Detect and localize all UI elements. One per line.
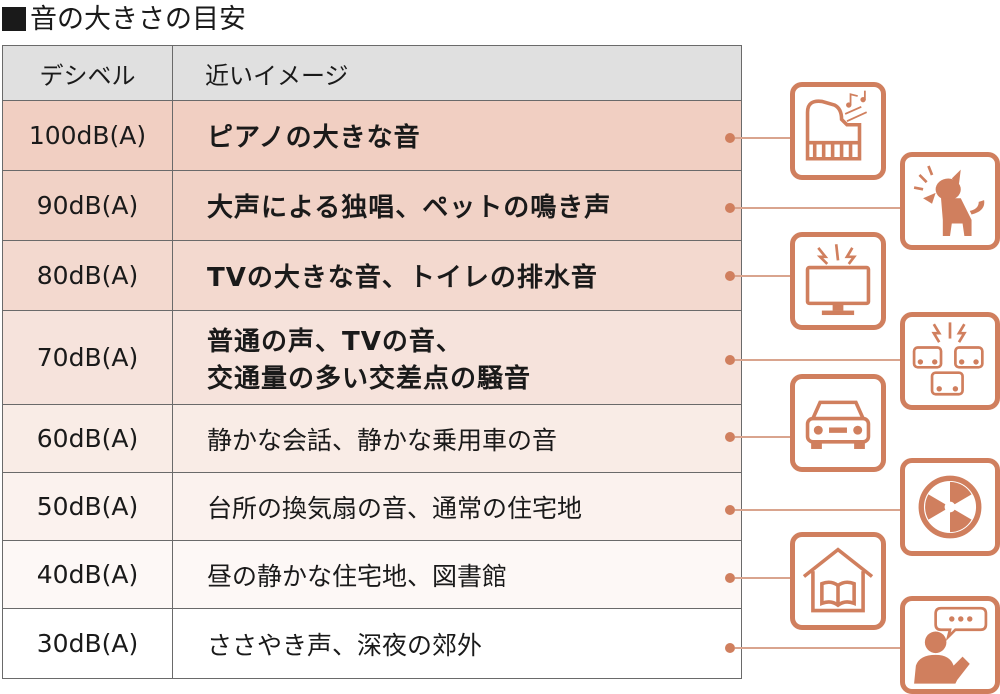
decibel-level: 90dB(A) [2, 170, 173, 241]
page-title: 音の大きさの目安 [2, 0, 246, 40]
sound-description: ピアノの大きな音 [172, 100, 742, 171]
description-line: ピアノの大きな音 [207, 123, 421, 153]
car-icon [790, 374, 886, 472]
table-row: 50dB(A) 台所の換気扇の音、通常の住宅地 [2, 472, 742, 541]
connector-dot [725, 643, 735, 653]
connector-dot [725, 355, 735, 365]
barking-dog-icon [900, 152, 1000, 250]
description-line: 昼の静かな住宅地、図書館 [207, 561, 508, 591]
tv-icon [790, 232, 886, 330]
description-line: 台所の換気扇の音、通常の住宅地 [207, 493, 583, 523]
connector-line [735, 137, 790, 139]
header-image: 近いイメージ [172, 45, 742, 101]
description-line: 交通量の多い交差点の騒音 [207, 363, 532, 394]
header-decibel: デシベル [2, 45, 173, 101]
table-row: 40dB(A) 昼の静かな住宅地、図書館 [2, 540, 742, 609]
sound-description: 普通の声、TVの音、交通量の多い交差点の騒音 [172, 310, 742, 405]
decibel-level: 30dB(A) [2, 608, 173, 679]
sound-description: 昼の静かな住宅地、図書館 [172, 540, 742, 609]
decibel-level: 40dB(A) [2, 540, 173, 609]
description-line: 大声による独唱、ペットの鳴き声 [207, 193, 612, 223]
sound-description: 静かな会話、静かな乗用車の音 [172, 404, 742, 473]
connector-line [735, 359, 900, 361]
table-row: 100dB(A) ピアノの大きな音 [2, 100, 742, 171]
table-row: 90dB(A) 大声による独唱、ペットの鳴き声 [2, 170, 742, 241]
piano-icon [790, 82, 886, 180]
connector-line [735, 647, 900, 649]
library-house-icon [790, 532, 886, 630]
decibel-table: デシベル 近いイメージ 100dB(A) ピアノの大きな音 90dB(A) 大声による… [2, 45, 742, 679]
table-row: 60dB(A) 静かな会話、静かな乗用車の音 [2, 404, 742, 473]
description-line: 普通の声、TVの音、 [207, 326, 463, 357]
page-title-text: 音の大きさの目安 [30, 4, 246, 35]
decibel-level: 70dB(A) [2, 310, 173, 405]
connector-dot [725, 505, 735, 515]
title-square-mark [2, 7, 26, 31]
sound-description: 大声による独唱、ペットの鳴き声 [172, 170, 742, 241]
description-line: 静かな会話、静かな乗用車の音 [207, 425, 558, 455]
connector-dot [725, 271, 735, 281]
connector-dot [725, 573, 735, 583]
decibel-level: 60dB(A) [2, 404, 173, 473]
decibel-level: 50dB(A) [2, 472, 173, 541]
sound-description: 台所の換気扇の音、通常の住宅地 [172, 472, 742, 541]
connector-line [735, 509, 900, 511]
ventilation-fan-icon [900, 458, 1000, 556]
connector-line [735, 436, 790, 438]
sound-description: TVの大きな音、トイレの排水音 [172, 240, 742, 311]
table-row: 80dB(A) TVの大きな音、トイレの排水音 [2, 240, 742, 311]
connector-line [735, 275, 790, 277]
description-line: ささやき声、深夜の郊外 [207, 630, 483, 660]
table-row: 30dB(A) ささやき声、深夜の郊外 [2, 608, 742, 679]
whisper-person-icon [900, 596, 1000, 694]
sound-description: ささやき声、深夜の郊外 [172, 608, 742, 679]
connector-dot [725, 133, 735, 143]
connector-line [735, 577, 790, 579]
connector-dot [725, 203, 735, 213]
decibel-level: 80dB(A) [2, 240, 173, 311]
description-line: TVの大きな音、トイレの排水音 [207, 263, 598, 293]
table-header-row: デシベル 近いイメージ [2, 45, 742, 101]
decibel-level: 100dB(A) [2, 100, 173, 171]
traffic-cars-icon [900, 312, 1000, 410]
connector-line [735, 207, 900, 209]
table-row: 70dB(A)普通の声、TVの音、交通量の多い交差点の騒音 [2, 310, 742, 405]
connector-dot [725, 432, 735, 442]
